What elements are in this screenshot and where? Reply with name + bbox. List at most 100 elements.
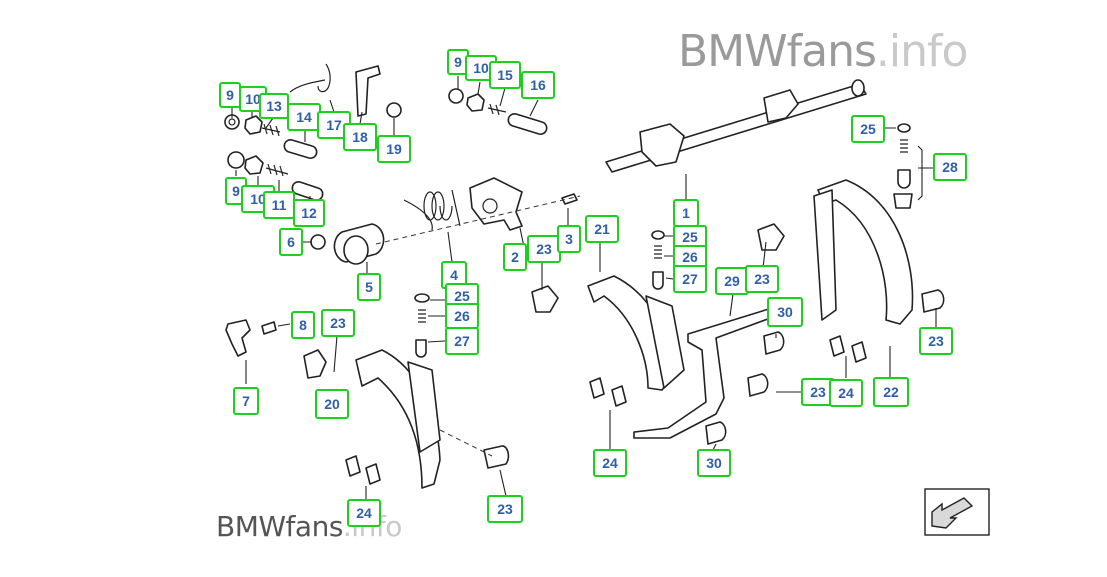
callout[interactable]: 23 [801, 378, 835, 406]
fork-rail-block-3 [813, 189, 837, 321]
svg-text:29: 29 [724, 273, 740, 289]
callout[interactable]: 30 [697, 449, 731, 477]
callout[interactable]: 10 [239, 86, 267, 112]
svg-text:18: 18 [352, 129, 368, 145]
svg-text:30: 30 [777, 304, 793, 320]
callout[interactable]: 15 [489, 61, 521, 89]
detent-spring-2 [654, 245, 662, 259]
callout[interactable]: 11 [263, 191, 295, 219]
long-pin [507, 113, 548, 135]
callout[interactable]: 2 [503, 243, 527, 271]
svg-text:7: 7 [242, 393, 250, 409]
callout[interactable]: 24 [347, 499, 381, 527]
callout[interactable]: 22 [873, 377, 909, 407]
fork-bolt [483, 445, 510, 469]
svg-text:19: 19 [386, 141, 402, 157]
small-spring-2 [265, 163, 289, 177]
svg-text:2: 2 [511, 249, 519, 265]
ring-part-2 [227, 151, 245, 169]
svg-text:25: 25 [454, 288, 470, 304]
bolt-head [561, 193, 578, 205]
svg-text:10: 10 [245, 91, 261, 107]
svg-text:24: 24 [838, 385, 854, 401]
callout[interactable]: 28 [933, 153, 967, 181]
sleeve-end [343, 235, 369, 265]
svg-text:21: 21 [594, 221, 610, 237]
watermark-top: BMWfans.info [678, 26, 968, 77]
callout[interactable]: 13 [259, 93, 289, 119]
callout[interactable]: 6 [279, 228, 303, 256]
svg-text:23: 23 [754, 271, 770, 287]
shift-fork-right [757, 179, 945, 363]
svg-text:9: 9 [226, 87, 234, 103]
callout[interactable]: 27 [445, 327, 479, 355]
callout[interactable]: 27 [673, 265, 707, 293]
callout[interactable]: 24 [829, 379, 863, 407]
left-lever [225, 319, 277, 357]
callout[interactable]: 23 [487, 495, 523, 523]
callout[interactable]: 18 [343, 123, 377, 151]
callout[interactable]: 12 [293, 199, 325, 227]
callout[interactable]: 3 [557, 225, 581, 253]
callout[interactable]: 20 [315, 389, 349, 419]
callout[interactable]: 26 [445, 303, 479, 329]
svg-text:22: 22 [883, 384, 899, 400]
callout[interactable]: 26 [673, 245, 707, 269]
plunger-pin [283, 139, 318, 159]
fork-rail-block-2 [645, 295, 685, 389]
callout[interactable]: 1 [673, 199, 699, 227]
hex-nut [244, 115, 263, 135]
svg-text:1: 1 [682, 205, 690, 221]
svg-text:8: 8 [299, 317, 307, 333]
leader-lines [231, 76, 937, 500]
callout[interactable]: 29 [715, 267, 749, 295]
linkage-plate [633, 307, 785, 445]
detent-ball-2 [652, 271, 664, 290]
svg-text:24: 24 [602, 455, 618, 471]
callout[interactable]: 23 [919, 327, 953, 355]
selector-assembly [333, 177, 581, 265]
svg-text:11: 11 [272, 197, 287, 213]
callout[interactable]: 23 [527, 235, 561, 263]
svg-text:10: 10 [473, 60, 489, 76]
shift-lever-plate [469, 177, 523, 231]
fork-rail-block [407, 361, 441, 453]
svg-text:26: 26 [682, 249, 698, 265]
fork-pad-2 [365, 463, 381, 485]
callout[interactable]: 7 [233, 387, 259, 415]
svg-text:3: 3 [565, 231, 573, 247]
detent-spring [418, 309, 426, 323]
detent-sleeve [893, 193, 913, 209]
fork-pivot-pin-3 [757, 223, 785, 251]
svg-text:30: 30 [706, 455, 722, 471]
callout[interactable]: 25 [851, 115, 885, 143]
linkage-bolt [763, 331, 785, 355]
callout[interactable]: 5 [357, 273, 381, 301]
lever-bolt [261, 321, 277, 335]
svg-text:25: 25 [682, 229, 698, 245]
shift-fork-left [303, 349, 510, 489]
callout-labels: 9 10 13 14 17 18 19 9 10 15 16 9 10 11 1… [219, 49, 967, 527]
callout[interactable]: 25 [673, 225, 707, 249]
callout[interactable]: 23 [321, 309, 355, 337]
callout[interactable]: 14 [287, 103, 321, 131]
svg-text:4: 4 [450, 267, 458, 283]
small-spring-3 [487, 103, 507, 116]
shift-fork-center [531, 275, 685, 407]
callout[interactable]: 8 [291, 311, 315, 339]
callout[interactable]: 24 [593, 449, 627, 477]
svg-text:26: 26 [454, 308, 470, 324]
callout[interactable]: 21 [585, 215, 619, 243]
callout[interactable]: 19 [377, 135, 411, 163]
linkage-bolt-3 [705, 421, 727, 445]
detent-ball [415, 339, 427, 358]
callout[interactable]: 23 [745, 265, 779, 293]
callout[interactable]: 30 [767, 297, 803, 327]
callout[interactable]: 16 [521, 71, 555, 99]
fork-body-3 [817, 179, 914, 325]
plunger-pin-2 [291, 181, 324, 201]
linkage-plate-body [633, 307, 777, 439]
callout[interactable]: 9 [219, 82, 241, 108]
svg-text:24: 24 [356, 505, 372, 521]
